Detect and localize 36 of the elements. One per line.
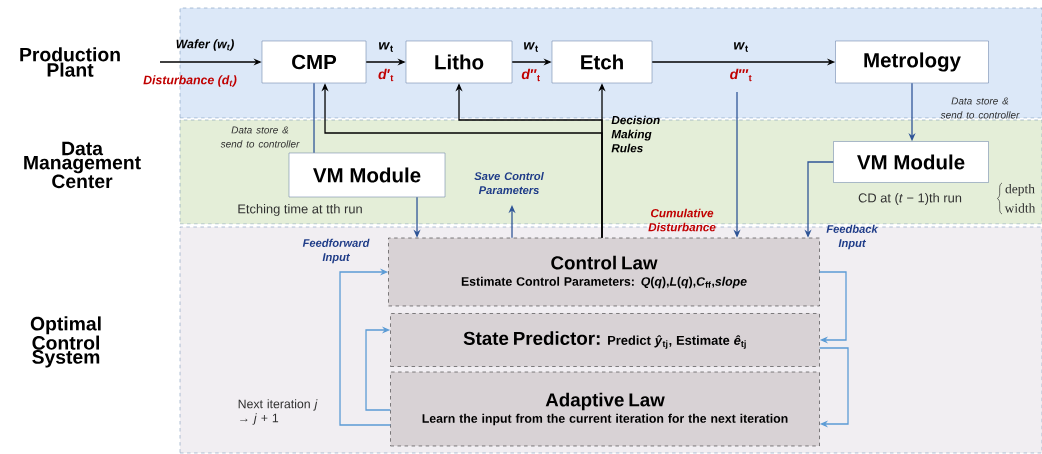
process-box: Metrology: [835, 40, 989, 84]
edge-label: Feedback Input: [826, 224, 879, 250]
brace-label: depth: [1005, 183, 1035, 197]
note: Decision Making Rules: [611, 115, 660, 153]
edge-label: Save Control Parameters: [474, 171, 544, 195]
process-box: CMP: [261, 40, 367, 84]
edge-label: w$_{t}$: [734, 42, 748, 52]
edge-label: Feedforward Input: [302, 238, 370, 264]
edge-label: Cumulative Disturbance: [648, 208, 716, 232]
node-label: CD at (t − 1)th run: [858, 193, 962, 205]
note: Next iteration j → j + 1: [238, 399, 318, 425]
process-box: Control Law Estimate Control Parameters: Q(q),L(q),C$_{ff}$,slope: [388, 237, 820, 307]
process-box: Etch: [551, 40, 653, 84]
section-title: Production Plant: [20, 47, 120, 77]
arrow: [365, 326, 391, 411]
edge-label: w$_{t}$: [379, 42, 393, 52]
edge-label: w$_{t}$: [524, 42, 538, 52]
section-title: Data Management Center: [24, 141, 141, 189]
brace-label: width: [1004, 203, 1036, 213]
edge-label: Data store & send to controller: [940, 97, 1020, 119]
process-box: Litho: [405, 40, 513, 84]
process-box: VM Module: [288, 152, 446, 198]
section-title: Optimal Control System: [30, 316, 101, 368]
node-label: Etching time at tth run: [238, 204, 362, 216]
signal-label: d′′$_{t}$: [521, 68, 540, 82]
signal-label: d′′′$_{t}$: [730, 68, 752, 82]
edge-label: Wafer (w$_{t}$): [176, 39, 234, 51]
process-box: Adaptive Law Learn the input from the current iteration for the next iteration: [390, 371, 820, 447]
arrow: [339, 268, 391, 426]
arrow: [819, 347, 849, 428]
signal-label: Disturbance (d$_{t}$): [143, 75, 237, 87]
signal-label: d′$_{t}$: [378, 68, 394, 82]
arrow: [819, 271, 847, 344]
process-box: VM Module: [833, 141, 989, 183]
process-box: State Predictor: Predict ŷ$_{tj}$, Estimate ê$_{tj}$: [390, 313, 820, 367]
edge-label: Data store & send to controller: [220, 126, 300, 148]
